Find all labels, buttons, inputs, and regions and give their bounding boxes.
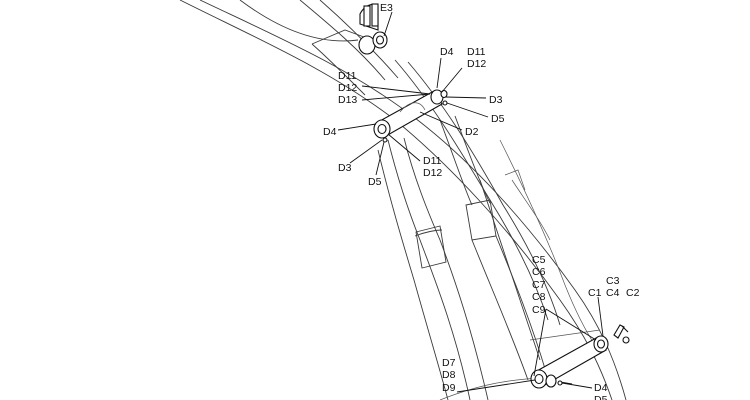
label-c7: C7 [532,279,546,291]
boom-outline [179,0,627,400]
label-d5-right: D5 [491,113,505,125]
bucket-link-lines [439,139,601,400]
pin-assembly-e3 [358,3,388,55]
label-d8: D8 [442,369,456,381]
label-d4-bottom: D4 [594,382,608,394]
hydraulic-cylinder-left [377,137,489,400]
pin-assembly-d2 [373,89,448,143]
label-d11-left: D11 [338,70,357,82]
label-d5-bottom: D5 [594,394,608,400]
label-d2: D2 [465,126,479,138]
label-d12-left: D12 [338,82,357,94]
label-d3-left: D3 [338,162,352,174]
label-c3: C3 [606,275,620,287]
label-d7: D7 [442,357,456,369]
label-d11-top: D11 [467,46,486,58]
label-c5: C5 [532,254,546,266]
label-d12-top: D12 [467,58,486,70]
label-d9: D9 [442,382,456,394]
label-c4: C4 [606,287,620,299]
label-c1: C1 [588,287,602,299]
hydraulic-cylinder-right [439,115,547,381]
bolt-c2 [613,324,630,344]
label-d5-left: D5 [368,176,382,188]
label-d4-top: D4 [440,46,454,58]
label-d13-left: D13 [338,94,357,106]
label-d3-right: D3 [489,94,503,106]
label-c6: C6 [532,266,546,278]
label-c2: C2 [626,287,640,299]
label-d4-left: D4 [323,126,337,138]
label-c9: C9 [532,304,546,316]
leader-lines [337,11,604,393]
label-d11-low: D11 [423,155,442,167]
label-d12-low: D12 [423,167,442,179]
label-e3: E3 [380,2,393,14]
callout-labels: E3 D4 D11 D12 D3 D5 D2 D11 D12 D13 D4 D3… [323,2,640,400]
pin-assembly-c1 [530,335,609,389]
label-c8: C8 [532,291,546,303]
